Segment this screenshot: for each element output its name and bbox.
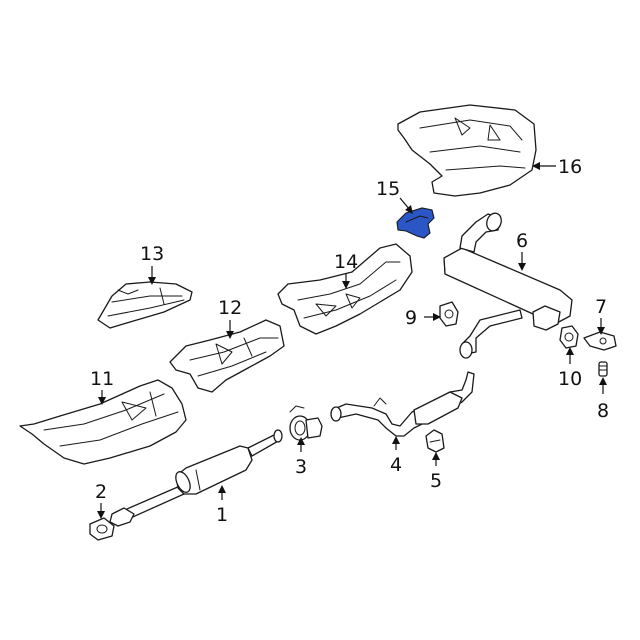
callout-6: 6 (516, 230, 528, 271)
callout-label-2: 2 (95, 481, 107, 503)
part-14-center-heat-shield[interactable] (277, 243, 413, 335)
callout-7: 7 (595, 296, 607, 335)
callout-label-13: 13 (140, 243, 164, 265)
callout-14: 14 (334, 251, 358, 289)
callout-4: 4 (390, 436, 402, 476)
part-10-rubber-hanger[interactable] (559, 325, 579, 349)
part-4-intermediate-pipe[interactable] (330, 371, 475, 437)
part-7-hanger-bracket[interactable] (583, 331, 617, 351)
part-9-rubber-hanger[interactable] (439, 301, 459, 327)
part-12-heat-shield[interactable] (169, 319, 285, 393)
callout-label-4: 4 (390, 454, 402, 476)
part-16-rear-heat-shield[interactable] (397, 104, 537, 197)
callout-label-1: 1 (216, 504, 228, 526)
callout-13: 13 (140, 243, 164, 285)
callout-label-8: 8 (597, 400, 609, 422)
part-15-heat-shield-bracket[interactable] (396, 207, 435, 239)
callout-1: 1 (216, 485, 228, 526)
part-3-clamp[interactable] (289, 405, 323, 441)
part-6-rear-muffler[interactable] (443, 211, 573, 359)
callout-label-6: 6 (516, 230, 528, 252)
part-11-front-heat-shield[interactable] (19, 379, 187, 465)
callout-10: 10 (558, 347, 582, 390)
part-8-bolt[interactable] (598, 361, 608, 377)
callout-label-9: 9 (405, 307, 417, 329)
callout-label-15: 15 (376, 178, 400, 200)
callout-12: 12 (218, 297, 242, 339)
callout-8: 8 (597, 377, 609, 422)
part-5-rubber-hanger[interactable] (425, 429, 445, 453)
callout-label-3: 3 (295, 456, 307, 478)
callout-2: 2 (95, 481, 107, 519)
callout-label-11: 11 (90, 368, 114, 390)
callout-label-5: 5 (430, 470, 442, 492)
callout-label-12: 12 (218, 297, 242, 319)
callout-label-10: 10 (558, 368, 582, 390)
callout-3: 3 (295, 437, 307, 478)
part-2-gasket[interactable] (89, 517, 115, 541)
part-13-heat-shield[interactable] (97, 281, 193, 329)
callout-label-16: 16 (558, 156, 582, 178)
callout-label-14: 14 (334, 251, 358, 273)
callout-16: 16 (532, 156, 582, 178)
callout-label-7: 7 (595, 296, 607, 318)
callout-9: 9 (405, 307, 441, 329)
part-1-resonator-pipe[interactable] (109, 429, 283, 527)
callout-11: 11 (90, 368, 114, 405)
callout-15: 15 (376, 178, 413, 214)
callout-5: 5 (430, 452, 442, 492)
